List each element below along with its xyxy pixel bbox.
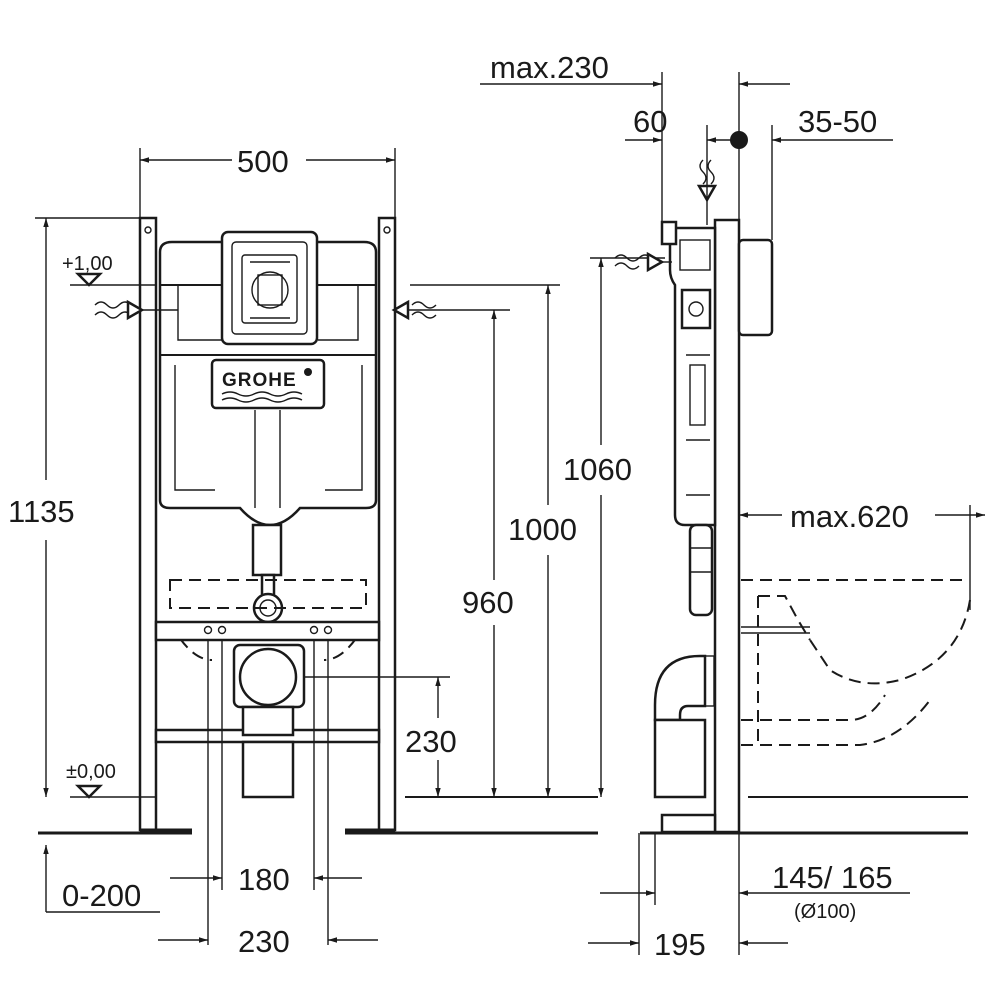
dim-bolt-outer: 230 (238, 924, 290, 959)
cistern-side (668, 226, 717, 527)
dim-drain-distance: 195 (654, 927, 706, 962)
level-marker-upper: +1,00 (62, 253, 155, 287)
dim-inlet-height: 1060 (563, 452, 632, 487)
svg-text:±0,00: ±0,00 (66, 761, 116, 783)
drain-connector (232, 643, 306, 799)
dim-width: 500 (237, 144, 289, 179)
dim-height: 1135 (8, 494, 75, 529)
dim-plate-depth: 35-50 (798, 104, 877, 139)
dim-max-depth: max.230 (490, 50, 609, 85)
dim-drain-pipe: 145/ 165 (772, 860, 893, 895)
svg-text:+1,00: +1,00 (62, 253, 113, 275)
dim-cistern-height: 960 (462, 585, 514, 620)
cistern: GROHE (158, 240, 378, 527)
dim-top-height: 1000 (508, 512, 577, 547)
side-view: max.230 60 35-50 max.620 195 145/ 165 (Ø… (480, 50, 985, 962)
dim-drain-diameter: (Ø100) (794, 901, 856, 923)
front-view: GROHE (8, 144, 665, 959)
actuator-opening (220, 230, 319, 346)
level-marker-floor: ±0,00 (66, 761, 155, 799)
dim-bolt-inner: 180 (238, 862, 290, 897)
drain-elbow-side (653, 654, 715, 799)
dim-offset: 60 (633, 104, 667, 139)
grohe-logo: GROHE (222, 370, 297, 391)
dim-floor-adjust: 0-200 (62, 878, 141, 913)
dim-max-projection: max.620 (790, 499, 909, 534)
dim-drain-height: 230 (405, 724, 457, 759)
